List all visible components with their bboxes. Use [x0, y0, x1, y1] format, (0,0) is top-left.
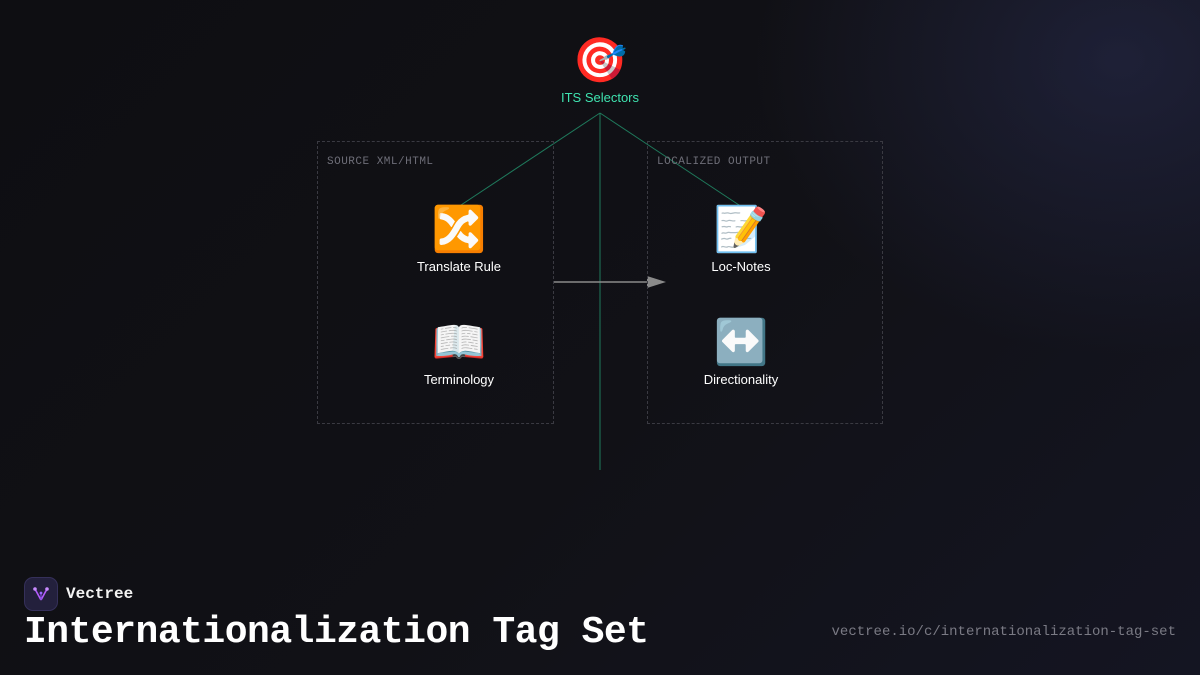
brand[interactable]: Vectree — [24, 577, 133, 611]
group-output-box — [647, 141, 883, 424]
group-output-label: LOCALIZED OUTPUT — [657, 156, 771, 168]
vectree-logo-icon — [24, 577, 58, 611]
source-url-link[interactable]: vectree.io/c/internationalization-tag-se… — [831, 624, 1176, 640]
shuffle-icon: 🔀 — [431, 204, 487, 255]
node-label: Directionality — [703, 372, 779, 387]
connector-root-to-loc-notes — [599, 112, 743, 208]
node-loc-notes[interactable]: 📝 Loc-Notes — [661, 204, 821, 275]
node-its-selectors[interactable]: 🎯 ITS Selectors — [520, 35, 680, 106]
node-translate-rule[interactable]: 🔀 Translate Rule — [379, 204, 539, 275]
node-label: Loc-Notes — [711, 259, 771, 274]
node-label: Translate Rule — [416, 259, 502, 274]
node-label: ITS Selectors — [560, 90, 640, 105]
page-title: Internationalization Tag Set — [24, 611, 649, 654]
connector-root-to-translate-rule — [457, 112, 601, 208]
memo-icon: 📝 — [713, 204, 769, 255]
node-directionality[interactable]: ↔️ Directionality — [661, 317, 821, 388]
node-terminology[interactable]: 📖 Terminology — [379, 317, 539, 388]
dart-target-icon: 🎯 — [572, 35, 628, 86]
left-right-arrow-icon: ↔️ — [713, 317, 769, 368]
brand-name: Vectree — [66, 585, 134, 603]
flow-arrow-head — [647, 276, 666, 288]
node-label: Terminology — [423, 372, 495, 387]
group-source-box — [317, 141, 554, 424]
group-source-label: SOURCE XML/HTML — [327, 156, 434, 168]
open-book-icon: 📖 — [431, 317, 487, 368]
